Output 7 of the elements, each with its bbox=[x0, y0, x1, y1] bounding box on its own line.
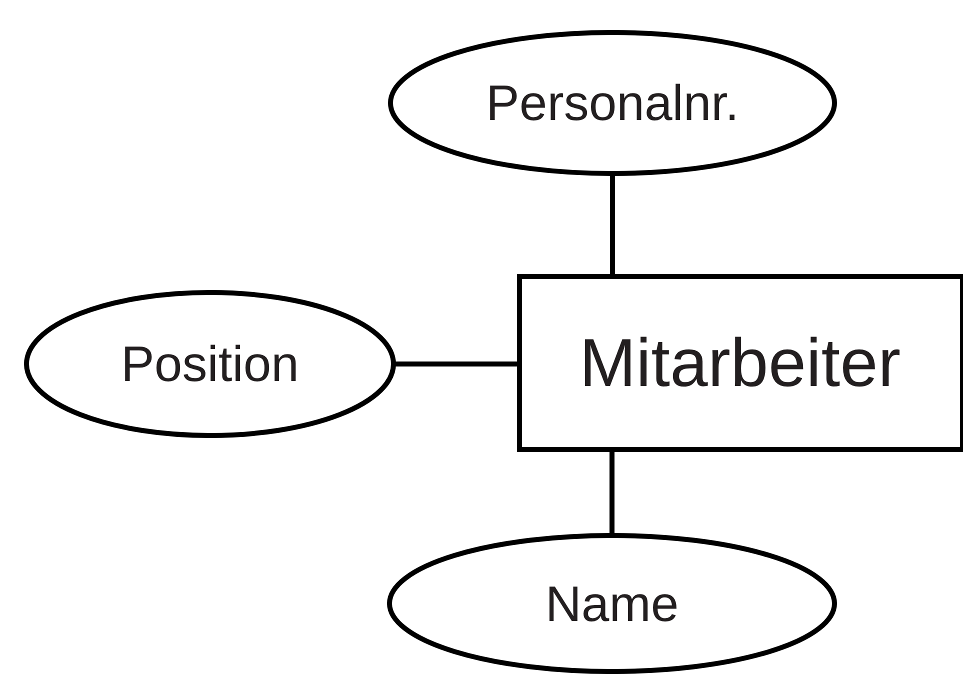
entity-name: Mitarbeiter bbox=[579, 324, 901, 402]
connector-line bbox=[610, 174, 615, 276]
attribute-name: Position bbox=[121, 335, 299, 393]
connector-line bbox=[610, 450, 614, 535]
attribute-name: Name bbox=[545, 574, 679, 632]
attribute-name: Personalnr. bbox=[486, 74, 739, 132]
connector-line bbox=[394, 362, 519, 366]
